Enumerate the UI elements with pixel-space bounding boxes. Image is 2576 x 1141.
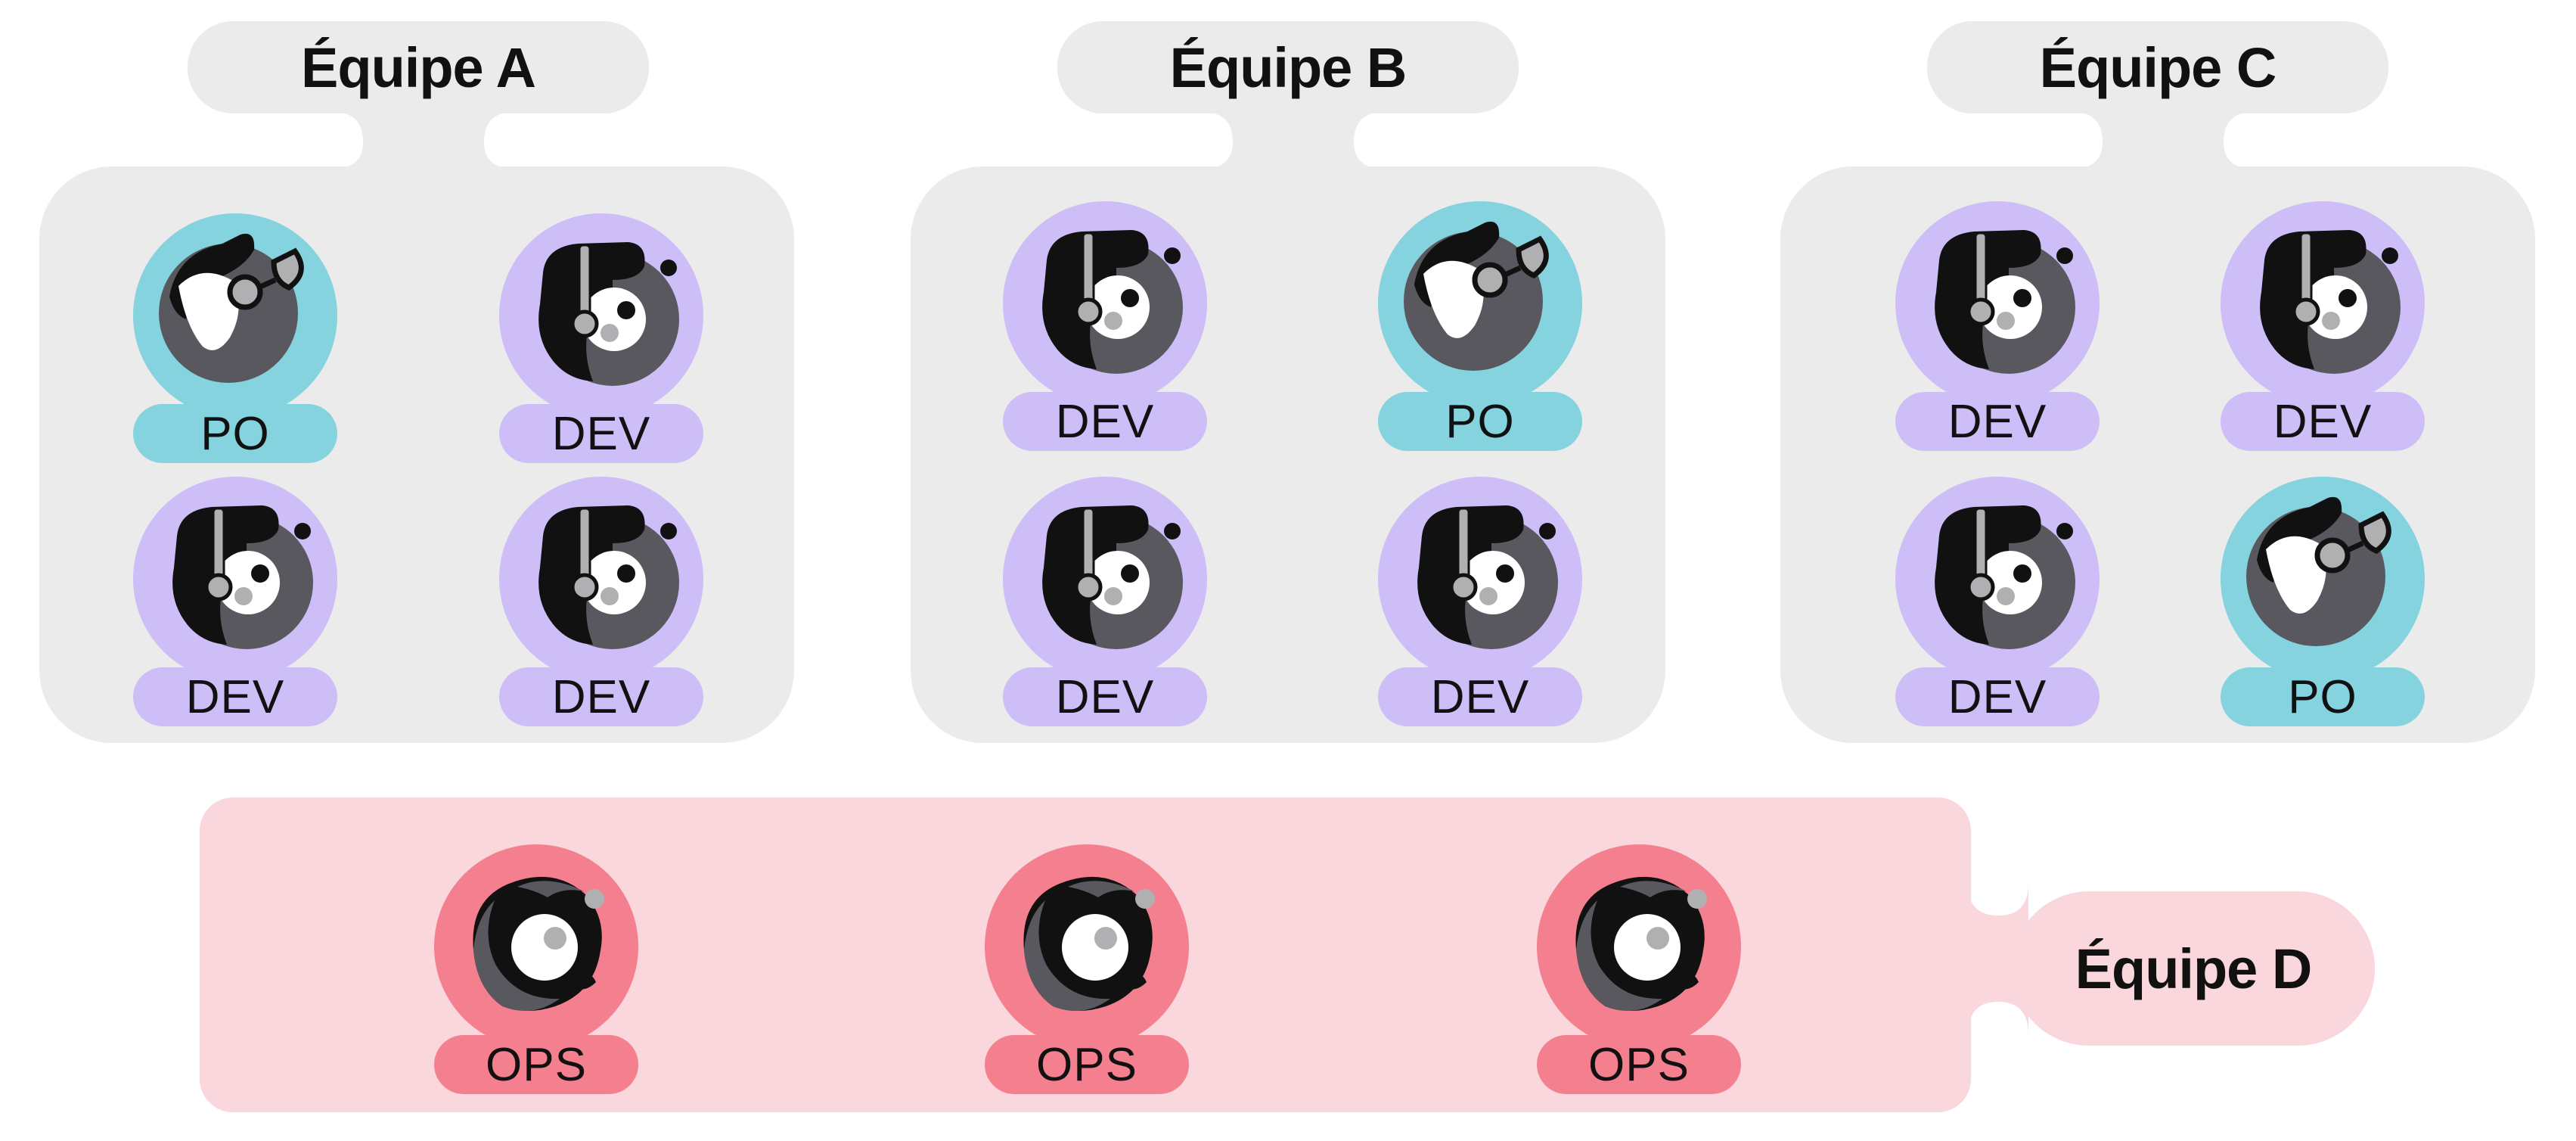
team-member: OPS [985,844,1189,1094]
developer-headset-avatar-icon [1378,477,1582,681]
product-owner-avatar-icon [2221,477,2425,681]
team-member: DEV [1003,477,1207,726]
product-owner-avatar-icon [133,213,337,418]
developer-headset-avatar-icon [1895,477,2100,681]
team-c-connector [2072,112,2254,169]
team-d-connector [1968,884,2028,1035]
team-member: DEV [2221,201,2425,451]
team-a-connector [333,112,514,169]
team-member: PO [133,213,337,463]
role-badge: OPS [1537,1035,1741,1094]
team-member: DEV [1378,477,1582,726]
role-badge: DEV [1378,667,1582,726]
developer-headset-avatar-icon [1003,477,1207,681]
team-member: DEV [1003,201,1207,451]
role-badge: DEV [2221,392,2425,451]
developer-headset-avatar-icon [499,213,703,418]
developer-headset-avatar-icon [1895,201,2100,406]
role-badge: DEV [133,667,337,726]
team-b-title: Équipe B [1057,21,1519,113]
role-badge: DEV [1003,392,1207,451]
team-member: DEV [499,213,703,463]
ops-avatar-icon [434,844,638,1049]
team-member: DEV [499,477,703,726]
team-c-title: Équipe C [1927,21,2388,113]
team-member: DEV [1895,201,2100,451]
team-member: OPS [434,844,638,1094]
role-badge: PO [2221,667,2425,726]
team-member: PO [1378,201,1582,451]
team-member: PO [2221,477,2425,726]
team-member: OPS [1537,844,1741,1094]
role-badge: DEV [1895,667,2100,726]
role-badge: OPS [985,1035,1189,1094]
team-b-title-text: Équipe B [1169,36,1407,99]
ops-avatar-icon [1537,844,1741,1049]
role-badge: PO [133,404,337,463]
role-badge: OPS [434,1035,638,1094]
role-badge: DEV [1003,667,1207,726]
role-badge: PO [1378,392,1582,451]
team-d-title-text: Équipe D [2075,937,2313,1000]
team-b-connector [1203,112,1384,169]
developer-headset-avatar-icon [133,477,337,681]
role-badge: DEV [499,404,703,463]
team-c-title-text: Équipe C [2039,36,2277,99]
team-member: DEV [133,477,337,726]
developer-headset-avatar-icon [1003,201,1207,406]
team-a-title: Équipe A [188,21,649,113]
product-owner-avatar-icon [1378,201,1582,406]
ops-avatar-icon [985,844,1189,1049]
developer-headset-avatar-icon [499,477,703,681]
team-d-title: Équipe D [2012,891,2375,1046]
team-a-title-text: Équipe A [301,36,536,99]
role-badge: DEV [499,667,703,726]
role-badge: DEV [1895,392,2100,451]
team-member: DEV [1895,477,2100,726]
developer-headset-avatar-icon [2221,201,2425,406]
